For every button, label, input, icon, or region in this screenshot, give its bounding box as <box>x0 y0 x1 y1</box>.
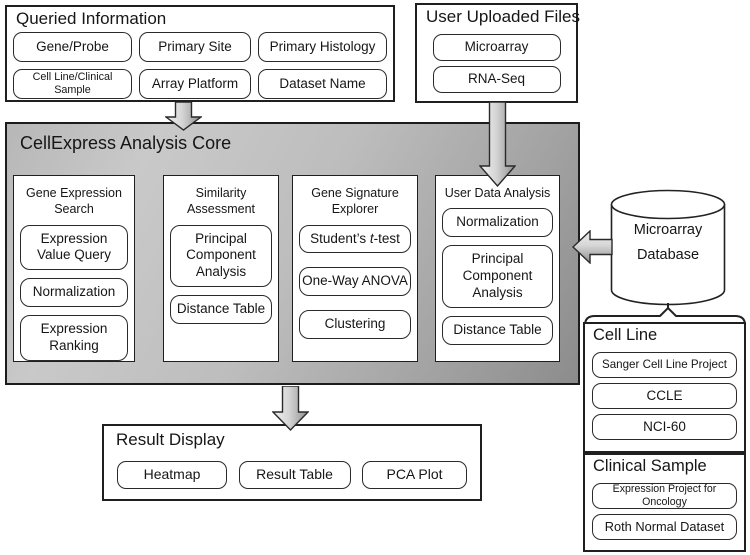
chip-expression-value-query: Expression Value Query <box>20 224 128 271</box>
column-user-data-analysis: User Data Analysis Normalization Princip… <box>435 175 560 362</box>
chip-normalization: Normalization <box>20 278 128 308</box>
chip-user-principal-component-analysis: Principal Component Analysis <box>442 245 553 308</box>
cell-line-panel: Cell Line Sanger Cell Line Project CCLE … <box>583 322 746 453</box>
chip-result-table: Result Table <box>238 461 351 489</box>
queried-information-panel: Queried Information Gene/Probe Primary S… <box>5 5 395 102</box>
chip-user-normalization: Normalization <box>442 208 553 238</box>
chip-clustering: Clustering <box>299 310 411 340</box>
chip-user-distance-table: Distance Table <box>442 315 553 345</box>
arrow-queried-to-core <box>165 102 202 131</box>
result-display-row: Heatmap Result Table PCA Plot <box>104 454 480 489</box>
cell-line-title: Cell Line <box>593 326 658 344</box>
column-gene-expression-search: Gene Expression Search Expression Value … <box>13 175 135 362</box>
clinical-sample-title: Clinical Sample <box>593 457 707 475</box>
chip-pca-plot: PCA Plot <box>362 461 467 489</box>
brace-connector <box>584 303 746 326</box>
column-header: Gene Signature Explorer <box>311 186 399 217</box>
result-display-title: Result Display <box>116 430 225 449</box>
database-label-line1: Microarray <box>633 222 703 238</box>
result-display-panel: Result Display Heatmap Result Table PCA … <box>102 424 482 501</box>
chip-gene-probe: Gene/Probe <box>13 32 132 62</box>
analysis-core-title: CellExpress Analysis Core <box>20 133 232 153</box>
arrow-uploads-to-user-data-analysis <box>479 102 516 187</box>
chip-rna-seq-upload: RNA-Seq <box>432 66 561 93</box>
chip-heatmap: Heatmap <box>117 461 227 489</box>
chip-one-way-anova: One-Way ANOVA <box>299 267 411 297</box>
chip-cell-line-clinical-sample: Cell Line/Clinical Sample <box>13 69 132 99</box>
chip-ccle: CCLE <box>592 383 737 409</box>
clinical-sample-panel: Clinical Sample Expression Project for O… <box>583 453 746 552</box>
chip-expression-ranking: Expression Ranking <box>20 315 128 361</box>
chip-distance-table: Distance Table <box>170 295 272 324</box>
chip-array-platform: Array Platform <box>139 69 251 99</box>
column-gene-signature-explorer: Gene Signature Explorer Student’s t-test… <box>292 175 418 362</box>
chip-primary-histology: Primary Histology <box>258 32 387 62</box>
chip-roth-normal-dataset: Roth Normal Dataset <box>592 514 737 540</box>
column-header: Gene Expression Search <box>26 186 122 217</box>
chip-expression-project-for-oncology: Expression Project for Oncology <box>592 483 737 509</box>
chip-dataset-name: Dataset Name <box>258 69 387 99</box>
chip-microarray-upload: Microarray <box>432 34 561 61</box>
user-uploaded-files-title: User Uploaded Files <box>426 7 581 26</box>
column-header: User Data Analysis <box>444 186 551 200</box>
arrow-database-to-core <box>572 230 613 264</box>
database-cylinder-icon <box>610 189 726 306</box>
database-label-line2: Database <box>636 247 700 263</box>
user-uploaded-files-panel: User Uploaded Files Microarray RNA-Seq <box>415 3 581 103</box>
chip-sanger-cell-line-project: Sanger Cell Line Project <box>592 352 737 378</box>
queried-information-title: Queried Information <box>16 9 167 28</box>
database-label: Microarray Database <box>610 218 726 268</box>
chip-nci-60: NCI-60 <box>592 414 737 440</box>
chip-primary-site: Primary Site <box>139 32 251 62</box>
arrow-core-to-result-display <box>272 386 309 431</box>
chip-students-t-test: Student’s t-test <box>299 224 411 254</box>
column-header: Similarity Assessment <box>186 186 256 217</box>
queried-information-grid: Gene/Probe Primary Site Primary Histolog… <box>7 31 393 100</box>
chip-principal-component-analysis: Principal Component Analysis <box>170 224 272 288</box>
column-similarity-assessment: Similarity Assessment Principal Componen… <box>163 175 279 362</box>
